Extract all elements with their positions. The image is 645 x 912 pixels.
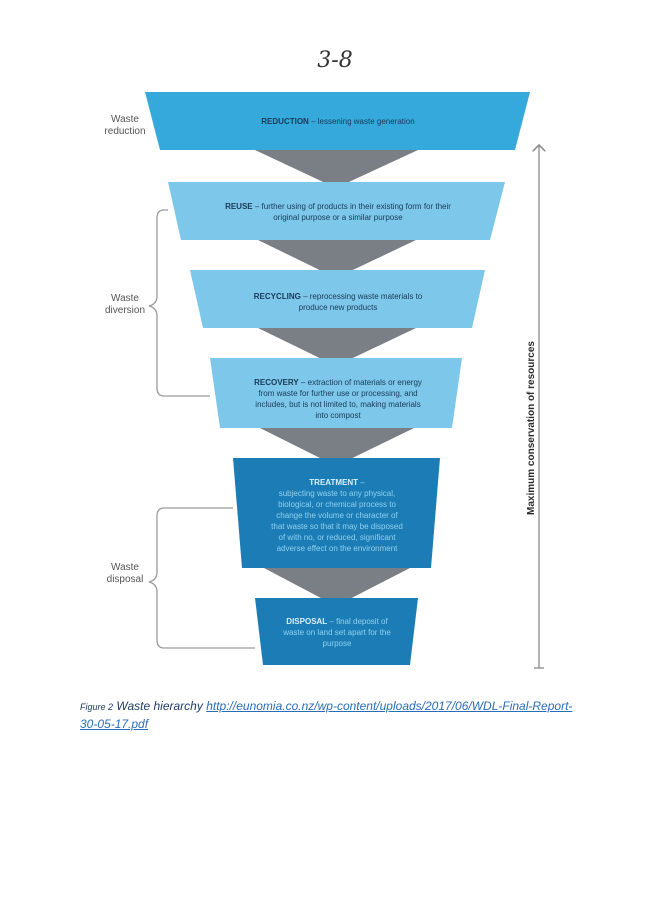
figure-caption: Figure 2 Waste hierarchy http://eunomia.… — [80, 698, 580, 733]
connector-triangle-4 — [260, 428, 414, 466]
band-disposal — [255, 598, 418, 665]
level-line: waste on land set apart for the — [282, 628, 391, 637]
bracket-disposal — [148, 507, 255, 649]
level-line: into compost — [315, 411, 361, 420]
level-line: TREATMENT – — [309, 478, 365, 487]
level-line: of with no, or reduced, significant — [279, 533, 397, 542]
level-line: from waste for further use or processing… — [258, 389, 417, 398]
level-recovery-text: RECOVERY – extraction of materials or en… — [254, 378, 422, 420]
bracket-diversion — [148, 209, 210, 397]
band-reuse — [168, 182, 505, 240]
level-line: purpose — [323, 639, 352, 648]
waste-hierarchy-diagram: REDUCTION – lessening waste generation R… — [104, 92, 645, 669]
group-label-line: Waste — [111, 293, 139, 304]
band-reduction — [145, 92, 530, 150]
group-label-line: Waste — [111, 114, 139, 125]
level-reduction-text: REDUCTION – lessening waste generation — [261, 117, 414, 126]
group-label-line: Waste — [111, 562, 139, 573]
level-line: change the volume or character of — [276, 511, 398, 520]
level-disposal-text: DISPOSAL – final deposit of waste on land… — [282, 617, 391, 648]
level-line: includes, but is not limited to, making … — [255, 400, 420, 409]
level-line: biological, or chemical process to — [278, 500, 396, 509]
level-line: original purpose or a similar purpose — [273, 213, 403, 222]
level-line: produce new products — [299, 303, 378, 312]
level-treatment-text: TREATMENT – subjecting waste to any physi… — [271, 478, 403, 553]
figure-title: Waste hierarchy — [116, 699, 203, 713]
connector-triangle-2 — [258, 240, 416, 278]
level-line: REUSE – further using of products in the… — [225, 202, 451, 211]
figure-number: Figure 2 — [80, 702, 114, 712]
connector-triangle-3 — [258, 328, 416, 366]
band-recycling — [190, 270, 485, 328]
band-recovery — [210, 358, 462, 428]
level-line: adverse effect on the environment — [277, 544, 399, 553]
level-line: RECOVERY – extraction of materials or en… — [254, 378, 422, 387]
axis-label: Maximum conservation of resources — [526, 341, 537, 515]
group-label-line: disposal — [107, 574, 144, 585]
level-line: REDUCTION – lessening waste generation — [261, 117, 414, 126]
page-number: 3-8 — [317, 48, 353, 73]
level-line: DISPOSAL – final deposit of — [286, 617, 388, 626]
level-reuse-text: REUSE – further using of products in the… — [225, 202, 451, 222]
group-label-line: reduction — [104, 126, 145, 137]
level-line: RECYCLING – reprocessing waste materials… — [254, 292, 423, 301]
band-treatment — [233, 458, 440, 568]
connector-triangle-5 — [264, 568, 410, 606]
level-line: subjecting waste to any physical, — [279, 489, 396, 498]
figure-link[interactable]: http://eunomia.co.nz/wp-content/uploads/… — [80, 699, 573, 731]
connector-triangle-1 — [255, 150, 418, 188]
group-label-line: diversion — [105, 305, 145, 316]
level-line: that waste so that it may be disposed — [271, 522, 403, 531]
level-recycling-text: RECYCLING – reprocessing waste materials… — [254, 292, 423, 312]
